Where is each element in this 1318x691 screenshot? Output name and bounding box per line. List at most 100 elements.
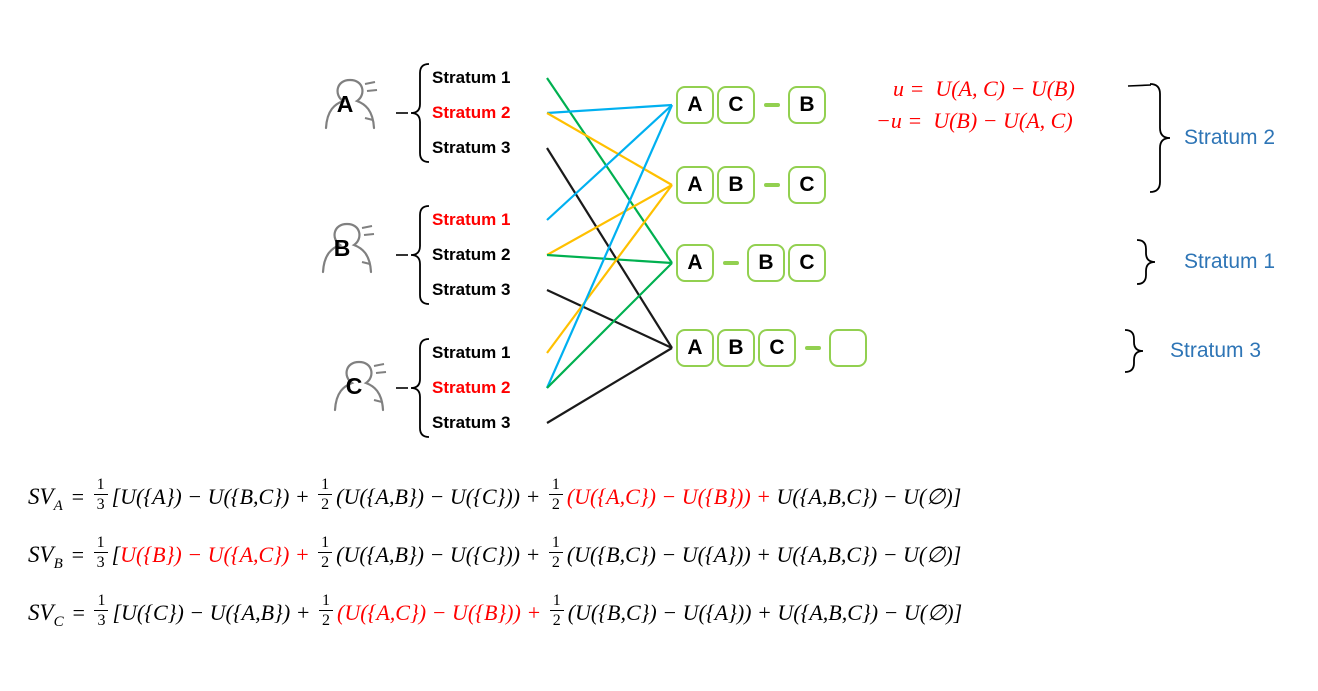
edge-C-stratum2-to-row1 [545,104,674,389]
formula-text: U({A,B,C}) − U(∅)] [776,484,962,509]
coalition-box-B: B [788,86,826,124]
coalition-box-A: A [676,166,714,204]
sketch-dash-B-1 [361,225,373,229]
stratum-label-A-2: Stratum 2 [432,103,511,122]
stratum-label-C-2: Stratum 2 [432,378,511,397]
formula-name: SV [28,542,54,567]
sketch-dash-C-3 [373,399,383,403]
person-icon-B [321,222,373,274]
person-icon-A [324,78,376,130]
edge-B-stratum3-to-row4 [546,289,673,349]
formula-subscript: B [53,556,63,572]
edge-C-stratum1-to-row2 [546,184,673,354]
marginal-utility-equation-1: u = U(A, C) − U(B) [893,76,1075,101]
fraction-denominator: 2 [548,551,563,571]
formula-text: = [64,484,91,509]
edge-A-stratum1-to-row3 [546,77,673,264]
formula-text: U({B}) − U({A,C}) + [120,542,316,567]
formula-subscript: C [53,614,64,630]
fraction-denominator: 3 [93,551,108,571]
coalition-box-B: B [717,166,755,204]
sketch-dash-C-1 [373,363,385,367]
formula-text: (U({A,C}) − U({B})) + [337,600,547,625]
stratum-group-label-1: Stratum 1 [1184,250,1276,273]
sketch-dash-A-3 [364,117,374,121]
coalition-box-C: C [788,166,826,204]
sketch-dash-B-2 [363,233,375,236]
minus-sign [805,346,821,350]
stratum-label-C-1: Stratum 1 [432,343,511,362]
formula-text: = [65,600,92,625]
formula-text: (U({A,B}) − U({C})) + [336,542,546,567]
fraction-numerator: 1 [551,475,560,493]
edge-C-stratum3-to-row4 [546,347,673,424]
coalition-box-A: A [676,86,714,124]
fraction-denominator: 2 [549,609,564,629]
stratum-label-B-2: Stratum 2 [432,245,511,264]
stratum-group-label-3: Stratum 3 [1170,339,1262,362]
player-brace-C [410,338,430,438]
coalition-box-C: C [758,329,796,367]
edge-A-stratum2-to-row2 [546,112,673,186]
fraction-numerator: 1 [96,533,105,551]
coalition-box-C: C [788,244,826,282]
coalition-box-A: A [676,244,714,282]
equation-brace-connector [1127,84,1152,87]
formula-text: (U({B,C}) − U({A})) + [566,542,777,567]
edge-B-stratum2-to-row3 [546,253,673,265]
minus-sign [764,103,780,107]
fraction-numerator: 1 [322,591,331,609]
coalition-box-C: C [717,86,755,124]
stratum2-group-brace [1149,83,1171,193]
sketch-dash-C-2 [375,371,387,374]
fraction-numerator: 1 [97,591,106,609]
fraction-denominator: 3 [93,493,108,513]
stratum-label-B-3: Stratum 3 [432,280,511,299]
coalition-box-empty [829,329,867,367]
formula-text: U({A,B,C}) − U(∅)] [776,542,962,567]
stratum1-group-brace [1136,239,1156,285]
coalition-box-B: B [747,244,785,282]
coalition-box-B: B [717,329,755,367]
edge-C-stratum2-to-row3 [546,262,673,389]
fraction-denominator: 2 [548,493,563,513]
formula-text: (U({A,C}) − U({B})) + [566,484,777,509]
fraction-numerator: 1 [552,591,561,609]
fraction-denominator: 3 [94,609,109,629]
edge-A-stratum2-to-row1 [546,103,673,115]
formula-name: SV [28,484,54,509]
formula-text: = [64,542,91,567]
stratum-group-label-2: Stratum 2 [1184,126,1276,149]
fraction-numerator: 1 [321,533,330,551]
marginal-utility-equation-2: −u = U(B) − U(A, C) [876,108,1073,133]
formula-text: (U({B,C}) − U({A})) + [567,600,778,625]
edge-B-stratum2-to-row2 [546,184,673,256]
coalition-box-A: A [676,329,714,367]
sketch-dash-B-3 [361,261,371,265]
formula-subscript: A [53,498,63,514]
edge-B-stratum1-to-row1 [546,104,673,221]
fraction-denominator: 2 [318,551,333,571]
formula-text: [U({A}) − U({B,C}) + [111,484,316,509]
sketch-dash-A-1 [364,81,376,85]
player-letter-B: B [333,235,351,261]
fraction-numerator: 1 [321,475,330,493]
stratum-label-A-3: Stratum 3 [432,138,511,157]
player-letter-A: A [336,91,354,117]
fraction-denominator: 2 [319,609,334,629]
stratum-label-C-3: Stratum 3 [432,413,511,432]
fraction-denominator: 2 [318,493,333,513]
